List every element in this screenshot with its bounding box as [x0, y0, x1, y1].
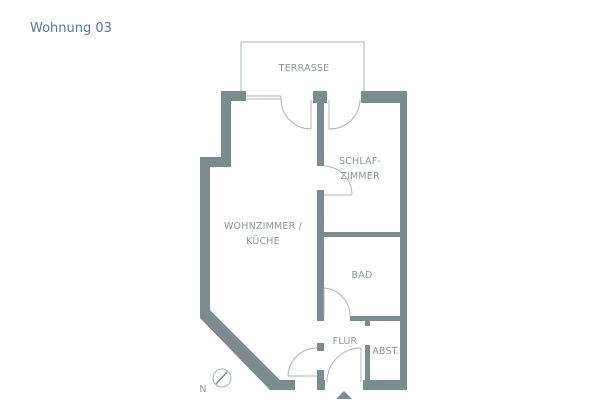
room-label-wohnzimmer-1: WOHNZIMMER / [224, 221, 303, 232]
north-arrow-needle-icon [215, 371, 228, 385]
room-label-schlafzimmer-1: SCHLAF- [339, 156, 381, 167]
room-label-terrasse: TERRASSE [278, 63, 330, 74]
apartment-title: Wohnung 03 [30, 21, 112, 36]
room-label-abstellraum: ABST. [372, 346, 400, 357]
thin-lines [212, 41, 365, 388]
room-label-wohnzimmer-2: KÜCHE [246, 236, 280, 247]
room-label-flur: FLUR [333, 336, 358, 347]
walls [200, 91, 407, 390]
entrance-triangle-icon [336, 391, 352, 399]
compass-label: N [199, 384, 206, 395]
room-label-schlafzimmer-2: ZIMMER [340, 171, 380, 182]
room-label-bad: BAD [352, 270, 373, 281]
